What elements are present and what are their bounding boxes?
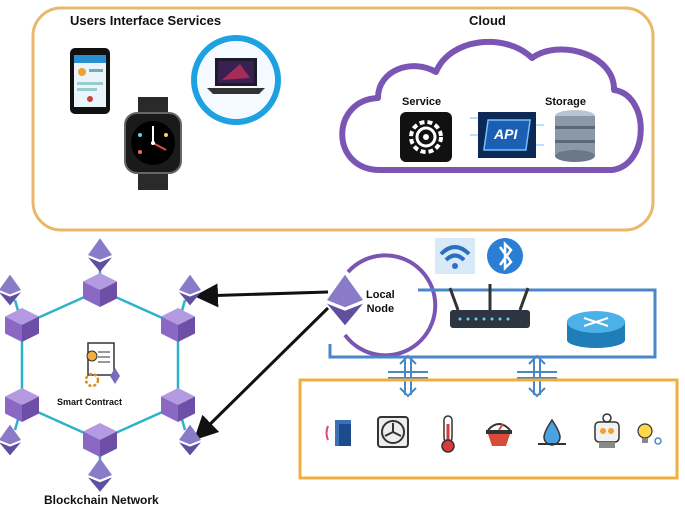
fan-icon — [377, 416, 409, 448]
water-drop-icon — [538, 418, 566, 446]
thermometer-icon — [441, 415, 455, 453]
block-cube — [83, 273, 117, 307]
network-links — [328, 288, 657, 359]
local-node-label: Local Node — [366, 288, 395, 316]
local-node-label-line2: Node — [366, 303, 395, 315]
router-icon — [448, 284, 530, 328]
ethereum-icon — [88, 458, 112, 492]
tablet-icon — [70, 48, 110, 114]
smartwatch-icon — [124, 97, 182, 190]
door-sensor-icon — [325, 420, 351, 446]
ethereum-icon — [0, 424, 21, 456]
block-cube — [83, 423, 117, 457]
smart-bulb-icon — [637, 423, 662, 445]
smart-contract-icon — [84, 342, 120, 388]
switch-icon — [567, 311, 625, 348]
ui-services-title: Users Interface Services — [70, 13, 222, 28]
ethereum-nodes — [0, 238, 363, 492]
sensors-box — [298, 378, 679, 480]
block-cube — [161, 308, 195, 342]
ethereum-icon — [0, 274, 21, 306]
ethereum-icon — [88, 238, 112, 272]
blockchain-title: Blockchain Network — [44, 493, 159, 507]
block-cube — [161, 388, 195, 422]
ethereum-icon — [179, 424, 201, 456]
laptop-icon — [191, 35, 281, 125]
api-chip-icon — [470, 112, 544, 158]
ethereum-icon — [327, 274, 363, 326]
robot-icon — [594, 413, 620, 448]
block-cube — [5, 388, 39, 422]
scale-icon — [486, 423, 512, 446]
cloud-item-label-storage: Storage — [545, 96, 586, 108]
local-node-ring — [343, 253, 438, 358]
cloud-outline — [339, 38, 644, 173]
block-cube — [5, 308, 39, 342]
database-icon — [555, 110, 595, 162]
bluetooth-icon — [487, 238, 523, 274]
sync-arrows — [193, 283, 330, 441]
gear-icon — [400, 112, 452, 162]
ethereum-icon — [179, 274, 201, 306]
bidirectional-arrows — [388, 354, 557, 398]
smart-contract-label: Smart Contract — [57, 397, 123, 407]
block-cubes — [5, 273, 195, 457]
cloud-title: Cloud — [469, 13, 506, 28]
local-node-label-line1: Local — [366, 289, 395, 301]
api-chip-text: API — [494, 126, 518, 142]
ui-services-box — [31, 6, 655, 232]
cloud-item-label-service: Service — [402, 96, 442, 108]
wifi-icon — [435, 238, 475, 274]
